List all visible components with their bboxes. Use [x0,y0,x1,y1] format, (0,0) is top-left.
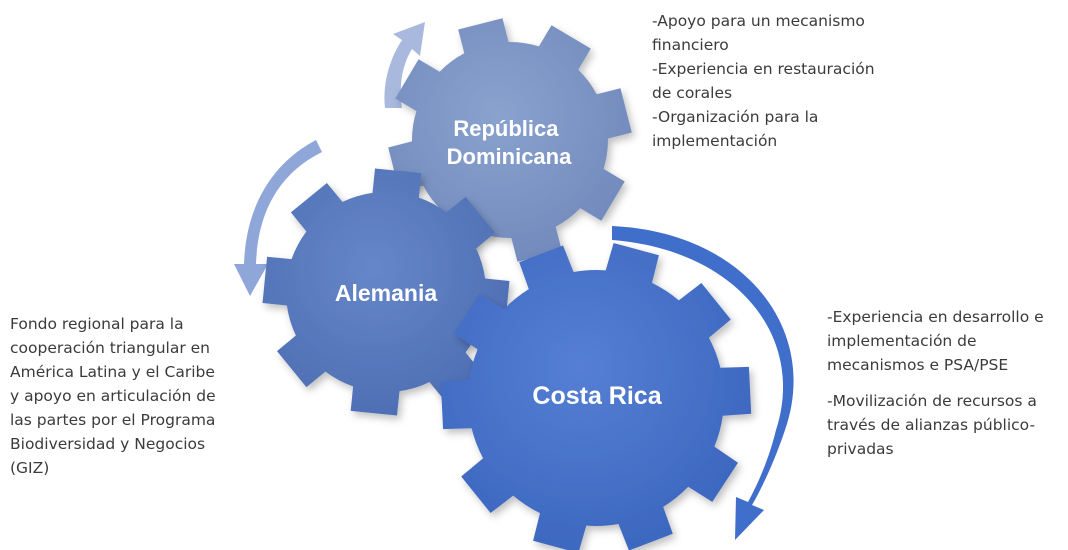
note-line: (GIZ) [10,459,50,477]
note-line: -Organización para la [652,108,819,126]
note-line: financiero [652,36,729,54]
gear-costa-rica [440,243,752,550]
note-line: América Latina y el Caribe [10,363,215,381]
note-line: implementación de [827,332,977,350]
note-costa-rica: -Experiencia en desarrollo e implementac… [827,305,1044,461]
note-line: implementación [652,132,778,150]
cycle-arrow-top [384,22,425,108]
note-line: cooperación triangular en [10,339,211,357]
note-line: -Experiencia en restauración [652,60,875,78]
note-spacer [827,377,1044,389]
gear-label-alemania: Alemania [335,280,437,306]
note-line: de corales [652,84,733,102]
gear-label-republica-dominicana: República Dominicana [447,116,572,169]
cycle-arrow-left [234,140,322,296]
gear-label-costa-rica: Costa Rica [532,382,662,410]
note-line: -Movilización de recursos a [827,392,1037,410]
note-line: Biodiversidad y Negocios [10,435,206,453]
note-line: -Experiencia en desarrollo e [827,308,1044,326]
note-line: mecanismos e PSA/PSE [827,356,1009,374]
note-alemania: Fondo regional para la cooperación trian… [10,312,216,480]
note-line: las partes por el Programa [10,411,216,429]
note-line: Fondo regional para la [10,315,184,333]
note-republica-dominicana: -Apoyo para un mecanismo financiero -Exp… [652,9,875,153]
note-line: -Apoyo para un mecanismo [652,12,865,30]
note-line: través de alianzas público- [827,416,1036,434]
note-line: y apoyo en articulación de [10,387,216,405]
gear-alemania [262,168,510,416]
note-line: privadas [827,440,894,458]
gear-republica-dominicana [388,18,632,262]
